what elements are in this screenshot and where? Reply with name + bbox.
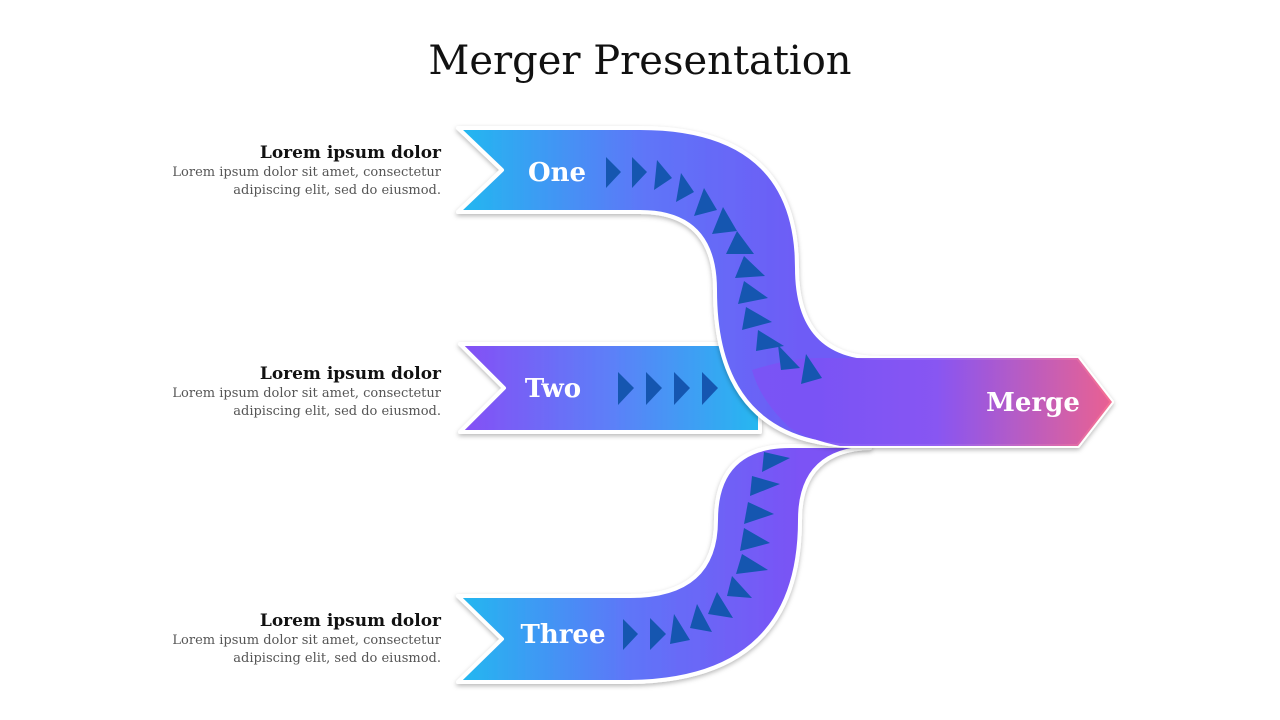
- chevron-icon: [606, 157, 621, 188]
- chevron-icon: [801, 354, 822, 384]
- description-heading: Lorem ipsum dolor: [259, 364, 441, 384]
- chevron-icon: [670, 614, 690, 644]
- chevron-icon: [674, 372, 690, 405]
- chevron-icon: [727, 576, 752, 598]
- chevron-icon: [738, 281, 768, 304]
- description-line: Lorem ipsum dolor sit amet, consectetur: [172, 386, 441, 401]
- chevron-icon: [650, 618, 666, 650]
- chevron-icon: [632, 157, 647, 188]
- description-line: Lorem ipsum dolor sit amet, consectetur: [172, 165, 441, 180]
- chevron-icon: [740, 528, 770, 551]
- description-one: Lorem ipsum dolor Lorem ipsum dolor sit …: [150, 142, 441, 200]
- description-line: Lorem ipsum dolor sit amet, consectetur: [172, 633, 441, 648]
- chevron-icon: [654, 160, 672, 190]
- chevrons-three: [623, 452, 790, 650]
- chevron-icon: [756, 330, 784, 351]
- chevron-icon: [742, 307, 772, 330]
- arrow-three: [456, 444, 872, 684]
- chevron-icon: [694, 188, 717, 216]
- description-two: Lorem ipsum dolor Lorem ipsum dolor sit …: [150, 363, 441, 421]
- chevron-icon: [736, 554, 768, 574]
- chevron-icon: [750, 476, 780, 496]
- label-one: One: [528, 158, 586, 188]
- chevron-icon: [712, 207, 737, 234]
- chevron-icon: [708, 592, 733, 618]
- description-line: adipiscing elit, sed do eiusmod.: [233, 183, 441, 198]
- chevron-icon: [623, 619, 638, 650]
- description-line: adipiscing elit, sed do eiusmod.: [233, 404, 441, 419]
- description-line: adipiscing elit, sed do eiusmod.: [233, 651, 441, 666]
- chevron-icon: [744, 502, 774, 524]
- label-two: Two: [525, 374, 581, 404]
- label-merge: Merge: [986, 388, 1080, 418]
- chevron-icon: [646, 372, 662, 405]
- arrow-one-merge: [456, 126, 1114, 448]
- chevron-icon: [676, 173, 694, 202]
- chevron-icon: [702, 372, 718, 405]
- chevron-icon: [735, 256, 765, 278]
- arrow-two: [458, 342, 762, 434]
- chevrons-one: [606, 157, 822, 384]
- description-heading: Lorem ipsum dolor: [259, 143, 441, 163]
- description-three: Lorem ipsum dolor Lorem ipsum dolor sit …: [150, 610, 441, 668]
- chevron-icon: [778, 345, 800, 370]
- chevron-icon: [690, 604, 712, 632]
- page-title: Merger Presentation: [428, 38, 852, 84]
- label-three: Three: [520, 620, 605, 650]
- chevron-icon: [726, 231, 754, 254]
- description-heading: Lorem ipsum dolor: [259, 611, 441, 631]
- chevron-icon: [762, 452, 790, 472]
- chevrons-two: [618, 372, 718, 405]
- chevron-icon: [618, 372, 634, 405]
